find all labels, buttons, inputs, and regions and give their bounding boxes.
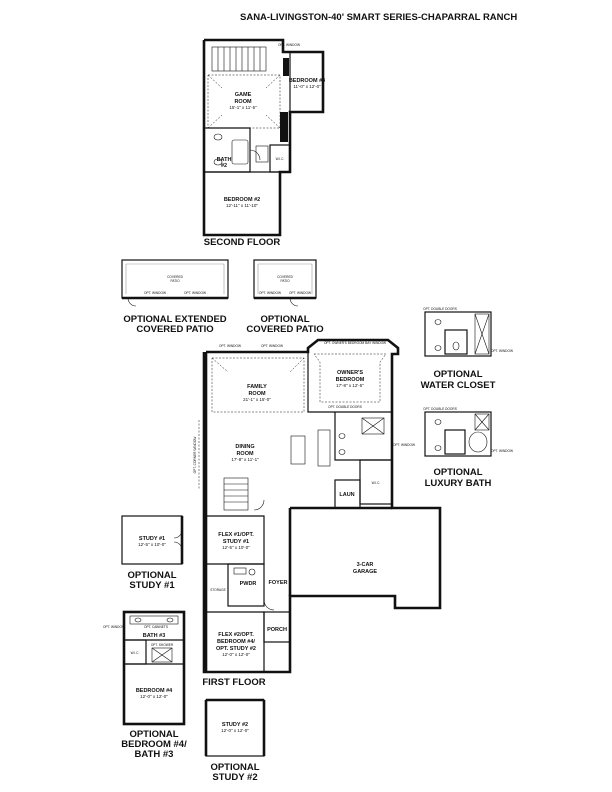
owners-bedroom-label-2: BEDROOM: [336, 377, 365, 383]
game-room-label: GAME: [235, 92, 252, 98]
study2-label: STUDY #2: [222, 722, 248, 728]
bath2-label: BATH: [217, 157, 232, 163]
foyer-label: FOYER: [269, 580, 288, 586]
wic-label-upper: W.I.C.: [276, 157, 285, 161]
dining-room-dim: 17'-8" x 11'-1": [231, 457, 259, 462]
luxury-bath-caption: OPTIONAL: [433, 467, 482, 478]
water-closet-caption-2: WATER CLOSET: [421, 380, 496, 391]
bed4-wic-label: W.I.C.: [131, 651, 140, 655]
luxury-bath-caption-2: LUXURY BATH: [425, 478, 492, 489]
wic-label-lower: W.I.C.: [372, 481, 381, 485]
bed4-caption: OPTIONAL: [129, 729, 178, 740]
plan-title: SANA-LIVINGSTON-40' SMART SERIES-CHAPARR…: [240, 12, 517, 23]
second-floor-caption: SECOND FLOOR: [204, 237, 281, 248]
family-room-label-2: ROOM: [248, 391, 266, 397]
bedroom4-label: BEDROOM #4: [136, 688, 173, 694]
game-room-label-2: ROOM: [234, 99, 252, 105]
bath3-label: BATH #3: [143, 633, 166, 639]
corner-window-label: OPT. CORNER WINDOW: [193, 437, 197, 474]
bedroom4-dim: 12'-0" x 12'-0": [140, 694, 168, 699]
ext-patio-window-b: OPT. WINDOW: [184, 291, 206, 295]
family-room-label: FAMILY: [247, 384, 267, 390]
porch-label: PORCH: [267, 627, 287, 633]
flex1-dim: 12'-5" x 10'-0": [222, 545, 250, 550]
optional-study2-plan: [204, 698, 266, 757]
ff-window-b: OPT. WINDOW: [261, 344, 283, 348]
ext-patio-caption: OPTIONAL EXTENDED: [123, 314, 226, 325]
optional-covered-patio-plan: [253, 259, 317, 307]
ff-window-a: OPT. WINDOW: [219, 344, 241, 348]
owners-bedroom-dim: 17'-8" x 12'-5": [336, 383, 364, 388]
flex2-label-3: OPT. STUDY #2: [216, 646, 256, 652]
covered-patio-caption-2: COVERED PATIO: [246, 324, 323, 335]
flex1-label: FLEX #1/OPT.: [218, 532, 254, 538]
garage-label-2: GARAGE: [353, 569, 377, 575]
laundry-label: LAUN: [339, 492, 354, 498]
storage-label: STORAGE: [210, 588, 226, 592]
study2-caption-2: STUDY #2: [212, 772, 257, 783]
study1-label: STUDY #1: [139, 536, 165, 542]
covered-patio-caption: OPTIONAL: [260, 314, 309, 325]
flex1-label-2: STUDY #1: [223, 539, 249, 545]
ext-patio-window-a: OPT. WINDOW: [144, 291, 166, 295]
patio-label-2: PATIO: [280, 279, 290, 283]
second-floor-plan: [202, 38, 325, 237]
bedroom2-dim: 12'-11" x 11'-10": [226, 203, 258, 208]
study2-caption: OPTIONAL: [210, 762, 259, 773]
luxury-bath-window-label: OPT. WINDOW: [491, 449, 513, 453]
ext-patio-label: COVERED: [167, 275, 183, 279]
dining-room-label-2: ROOM: [236, 451, 254, 457]
optional-study1-plan: [121, 515, 184, 565]
first-floor-caption: FIRST FLOOR: [202, 677, 265, 688]
bed4-window-label: OPT. WINDOW: [103, 625, 125, 629]
patio-window-a: OPT. WINDOW: [259, 291, 281, 295]
water-closet-caption: OPTIONAL: [433, 369, 482, 380]
flex2-label: FLEX #2/OPT.: [218, 632, 254, 638]
owners-bath-window-label: OPT. WINDOW: [393, 443, 415, 447]
family-room-dim: 21'-1" x 15'-0": [243, 397, 271, 402]
flex2-dim: 12'-0" x 12'-0": [222, 652, 250, 657]
garage-label: 3-CAR: [357, 562, 374, 568]
optional-bedroom4-plan: [122, 610, 186, 726]
study1-dim: 12'-5" x 10'-0": [138, 542, 166, 547]
flex2-label-2: BEDROOM #4/: [217, 639, 255, 645]
patio-window-b: OPT. WINDOW: [289, 291, 311, 295]
owners-bay-window-label: OPT. OWNER'S BEDROOM BAY WINDOW: [324, 341, 386, 345]
ext-patio-label-2: PATIO: [170, 279, 180, 283]
ext-patio-caption-2: COVERED PATIO: [136, 324, 213, 335]
optional-water-closet-plan: [424, 311, 492, 357]
water-closet-window-label: OPT. WINDOW: [491, 349, 513, 353]
luxury-bath-door-label: OPT. DOUBLE DOORS: [423, 407, 457, 411]
dining-room-label: DINING: [235, 444, 254, 450]
study1-caption: OPTIONAL: [127, 570, 176, 581]
game-room-dim: 15'-1" x 11'-5": [229, 105, 257, 110]
owners-double-door-label: OPT. DOUBLE DOORS: [328, 405, 362, 409]
water-closet-door-label: OPT. DOUBLE DOORS: [423, 307, 457, 311]
opt-window-label: OPT. WINDOW: [278, 43, 300, 47]
bed4-shower-label: OPT. SHOWER: [151, 643, 174, 647]
owners-bedroom-label: OWNER'S: [337, 370, 363, 376]
bath2-label-2: #2: [221, 163, 227, 169]
optional-luxury-bath-plan: [424, 411, 492, 457]
study1-caption-2: STUDY #1: [129, 580, 175, 591]
pwdr-label: PWDR: [240, 581, 257, 587]
first-floor-plan: [198, 338, 442, 674]
bed4-caption-3: BATH #3: [135, 749, 174, 760]
bed4-caption-2: BEDROOM #4/: [121, 739, 187, 750]
study2-dim: 12'-0" x 12'-0": [221, 728, 249, 733]
optional-extended-patio-plan: [121, 259, 229, 307]
bedroom3-dim: 11'-0" x 12'-0": [293, 84, 321, 89]
bed4-cabinets-label: OPT. CABINETS: [144, 625, 168, 629]
bedroom3-label: BEDROOM #3: [289, 78, 325, 84]
bedroom2-label: BEDROOM #2: [224, 197, 260, 203]
patio-label: COVERED: [277, 275, 293, 279]
